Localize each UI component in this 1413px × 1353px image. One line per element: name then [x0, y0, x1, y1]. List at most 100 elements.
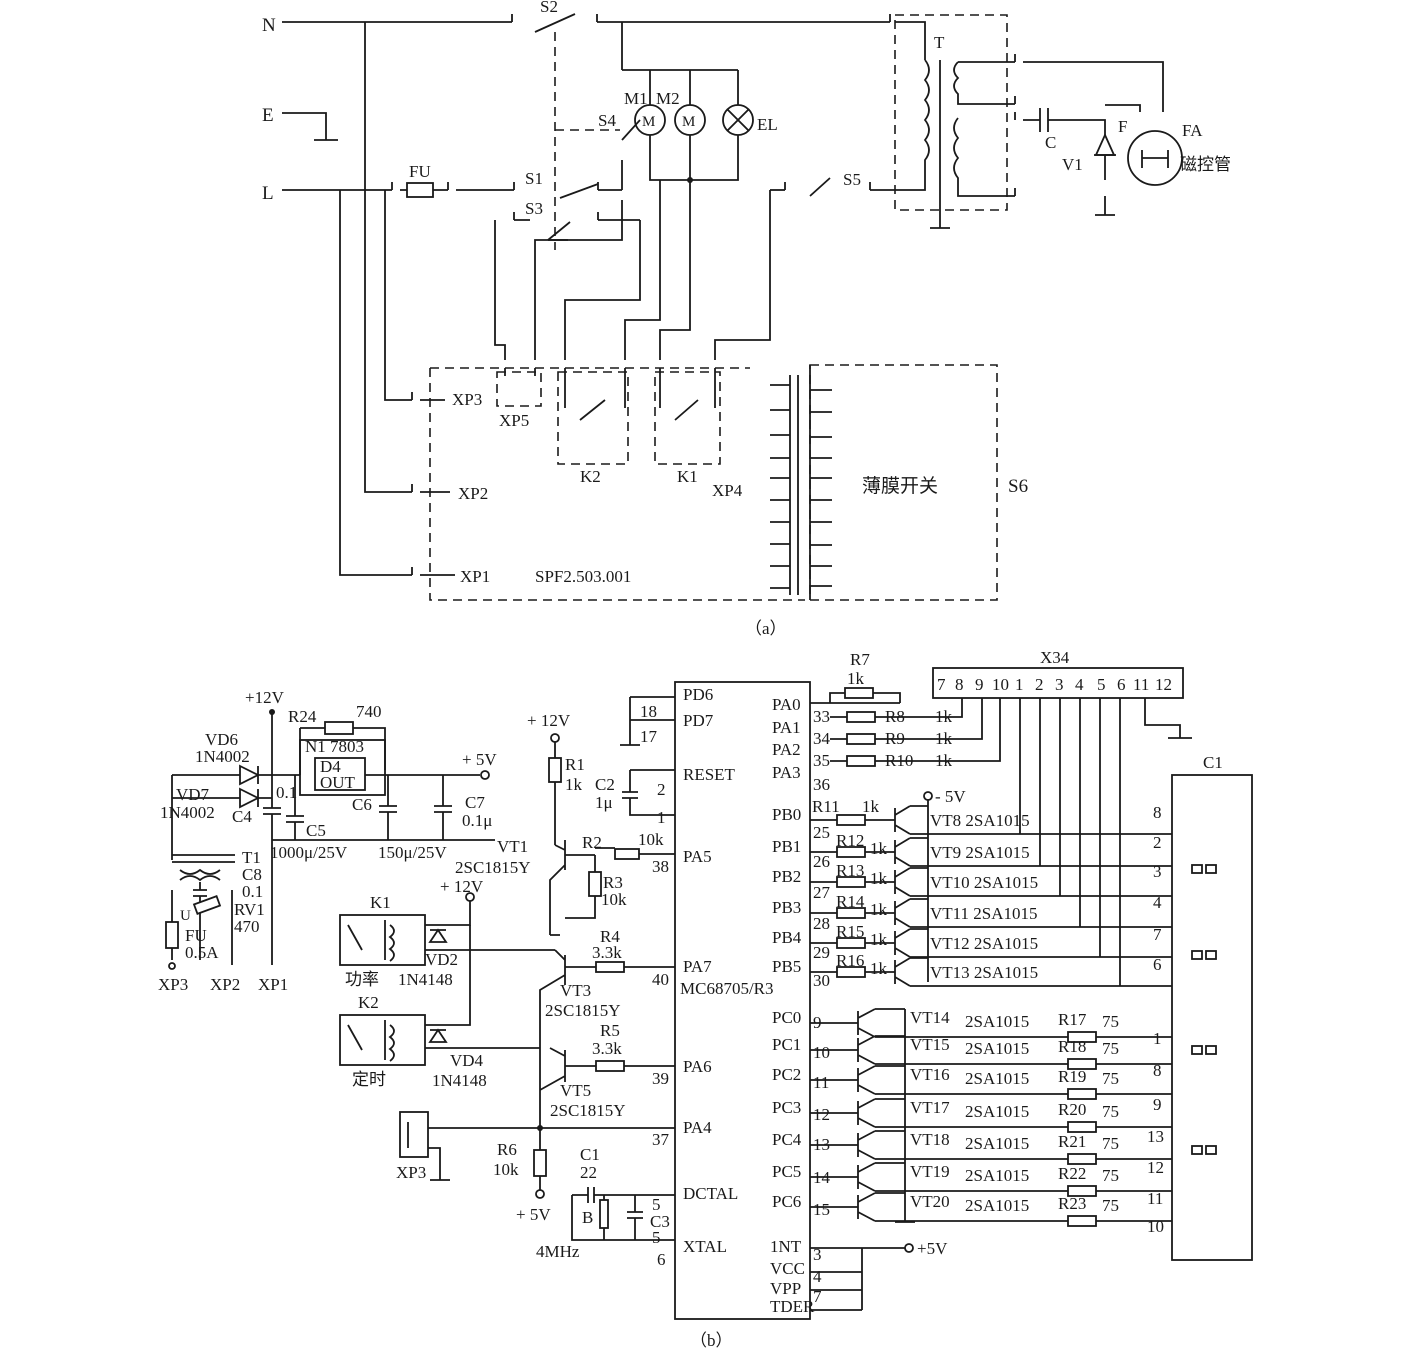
label-XP5: XP5 — [499, 411, 529, 430]
label-R23: R23 — [1058, 1194, 1086, 1213]
label-VT15-type: 2SA1015 — [965, 1039, 1029, 1058]
pin-PA0: PA0 — [772, 695, 801, 714]
label-S4: S4 — [598, 111, 616, 130]
pin-PC6: PC6 — [772, 1192, 801, 1211]
label-p12vc: + 12V — [440, 877, 484, 896]
resistor-R17 — [1067, 1031, 1097, 1043]
display-pin-12: 10 — [1147, 1217, 1164, 1236]
label-R18-value: 75 — [1102, 1039, 1119, 1058]
label-R20: R20 — [1058, 1100, 1086, 1119]
label-vt-pb-2: VT10 2SA1015 — [930, 873, 1038, 892]
label-R1: R1 — [565, 755, 585, 774]
pin-PA1: PA1 — [772, 718, 801, 737]
label-R2: R2 — [582, 833, 602, 852]
display-pin-5: 6 — [1153, 955, 1162, 974]
pin-num-35: 35 — [813, 751, 830, 770]
svg-text:M: M — [682, 114, 695, 130]
resistor-R21 — [1067, 1153, 1097, 1165]
pin-num-33: 33 — [813, 707, 830, 726]
pin-PA4: PA4 — [683, 1118, 712, 1137]
pin-PA6: PA6 — [683, 1057, 712, 1076]
pin-DCTAL: DCTAL — [683, 1184, 738, 1203]
transistor-pc-0 — [810, 1008, 1172, 1038]
label-S1: S1 — [525, 169, 543, 188]
display-pin-10: 12 — [1147, 1158, 1164, 1177]
label-R13: R13 — [836, 861, 864, 880]
display-pin-4: 7 — [1153, 925, 1162, 944]
x34-pin-2: 9 — [975, 675, 984, 694]
label-VT16-type: 2SA1015 — [965, 1069, 1029, 1088]
pin-VCC: VCC — [770, 1259, 805, 1278]
transistor-pc-5 — [810, 1162, 1172, 1192]
label-VT5: VT5 — [560, 1081, 591, 1100]
label-vt-pb-5: VT13 2SA1015 — [930, 963, 1038, 982]
pin-TDER: TDER — [770, 1297, 815, 1316]
resistor-R22 — [1067, 1185, 1097, 1197]
pin-PB1: PB1 — [772, 837, 801, 856]
label-N: N — [262, 15, 276, 36]
transistor-pc-1 — [810, 1035, 1172, 1065]
pin-PC2: PC2 — [772, 1065, 801, 1084]
label-C3: C3 — [650, 1212, 670, 1231]
label-XP3c: XP3 — [396, 1163, 426, 1182]
pin-1NT: 1NT — [770, 1237, 802, 1256]
pin-PB3: PB3 — [772, 898, 801, 917]
label-vt-pb-0: VT8 2SA1015 — [930, 811, 1030, 830]
label-VD7: VD7 — [176, 785, 210, 804]
label-R12: R12 — [836, 831, 864, 850]
label-R6: R6 — [497, 1140, 517, 1159]
pin-5a: 5 — [652, 1195, 661, 1214]
label-N1: N1 7803 — [305, 737, 364, 756]
pin-17: 17 — [640, 727, 658, 746]
pin-PD6: PD6 — [683, 685, 713, 704]
label-XP1b: XP1 — [258, 975, 288, 994]
label-T: T — [934, 33, 945, 52]
x34-pin-11: 12 — [1155, 675, 1172, 694]
label-R21-value: 75 — [1102, 1134, 1119, 1153]
pin-2: 2 — [657, 780, 666, 799]
label-S5: S5 — [843, 170, 861, 189]
x34-pin-0: 7 — [937, 675, 946, 694]
label-R10: R10 — [885, 751, 913, 770]
pin-num-10: 10 — [813, 1043, 830, 1062]
label-VD7t: 1N4002 — [160, 803, 215, 822]
label-p5vb: +5V — [917, 1239, 948, 1258]
label-FA: FA — [1182, 121, 1203, 140]
x34-pin-9: 6 — [1117, 675, 1126, 694]
label-VT19-type: 2SA1015 — [965, 1166, 1029, 1185]
display-pin-0: 8 — [1153, 803, 1162, 822]
pin-num-4: 4 — [813, 1267, 822, 1286]
label-R16: R16 — [836, 951, 864, 970]
label-VT14: VT14 — [910, 1008, 950, 1027]
pin-num-34: 34 — [813, 729, 831, 748]
wire-x34-pa — [935, 698, 1001, 762]
display-pin-1: 2 — [1153, 833, 1162, 852]
transistor-pb-0 — [894, 805, 1172, 835]
pin-num-7: 7 — [813, 1287, 822, 1306]
label-R19: R19 — [1058, 1067, 1086, 1086]
pin-PB4: PB4 — [772, 928, 802, 947]
label-mcu: MC68705/R3 — [680, 979, 774, 998]
label-S3: S3 — [525, 199, 543, 218]
label-VD2t: 1N4148 — [398, 970, 453, 989]
x34-pin-7: 4 — [1075, 675, 1084, 694]
pin-38: 38 — [652, 857, 669, 876]
label-R23-value: 75 — [1102, 1196, 1119, 1215]
label-VT20-type: 2SA1015 — [965, 1196, 1029, 1215]
pin-num-36: 36 — [813, 775, 830, 794]
label-vt-pb-1: VT9 2SA1015 — [930, 843, 1030, 862]
label-magnetron: 磁控管 — [1180, 155, 1231, 174]
label-VD4t: 1N4148 — [432, 1071, 487, 1090]
label-RV1: RV1 — [234, 900, 265, 919]
pin-PB5: PB5 — [772, 957, 801, 976]
pin-PC1: PC1 — [772, 1035, 801, 1054]
label-T1: T1 — [242, 848, 261, 867]
label-vt-pb-4: VT12 2SA1015 — [930, 934, 1038, 953]
label-K2b: K2 — [358, 993, 379, 1012]
pin-XTAL: XTAL — [683, 1237, 727, 1256]
label-C5v: 1000μ/25V — [270, 843, 348, 862]
label-VT18: VT18 — [910, 1130, 950, 1149]
